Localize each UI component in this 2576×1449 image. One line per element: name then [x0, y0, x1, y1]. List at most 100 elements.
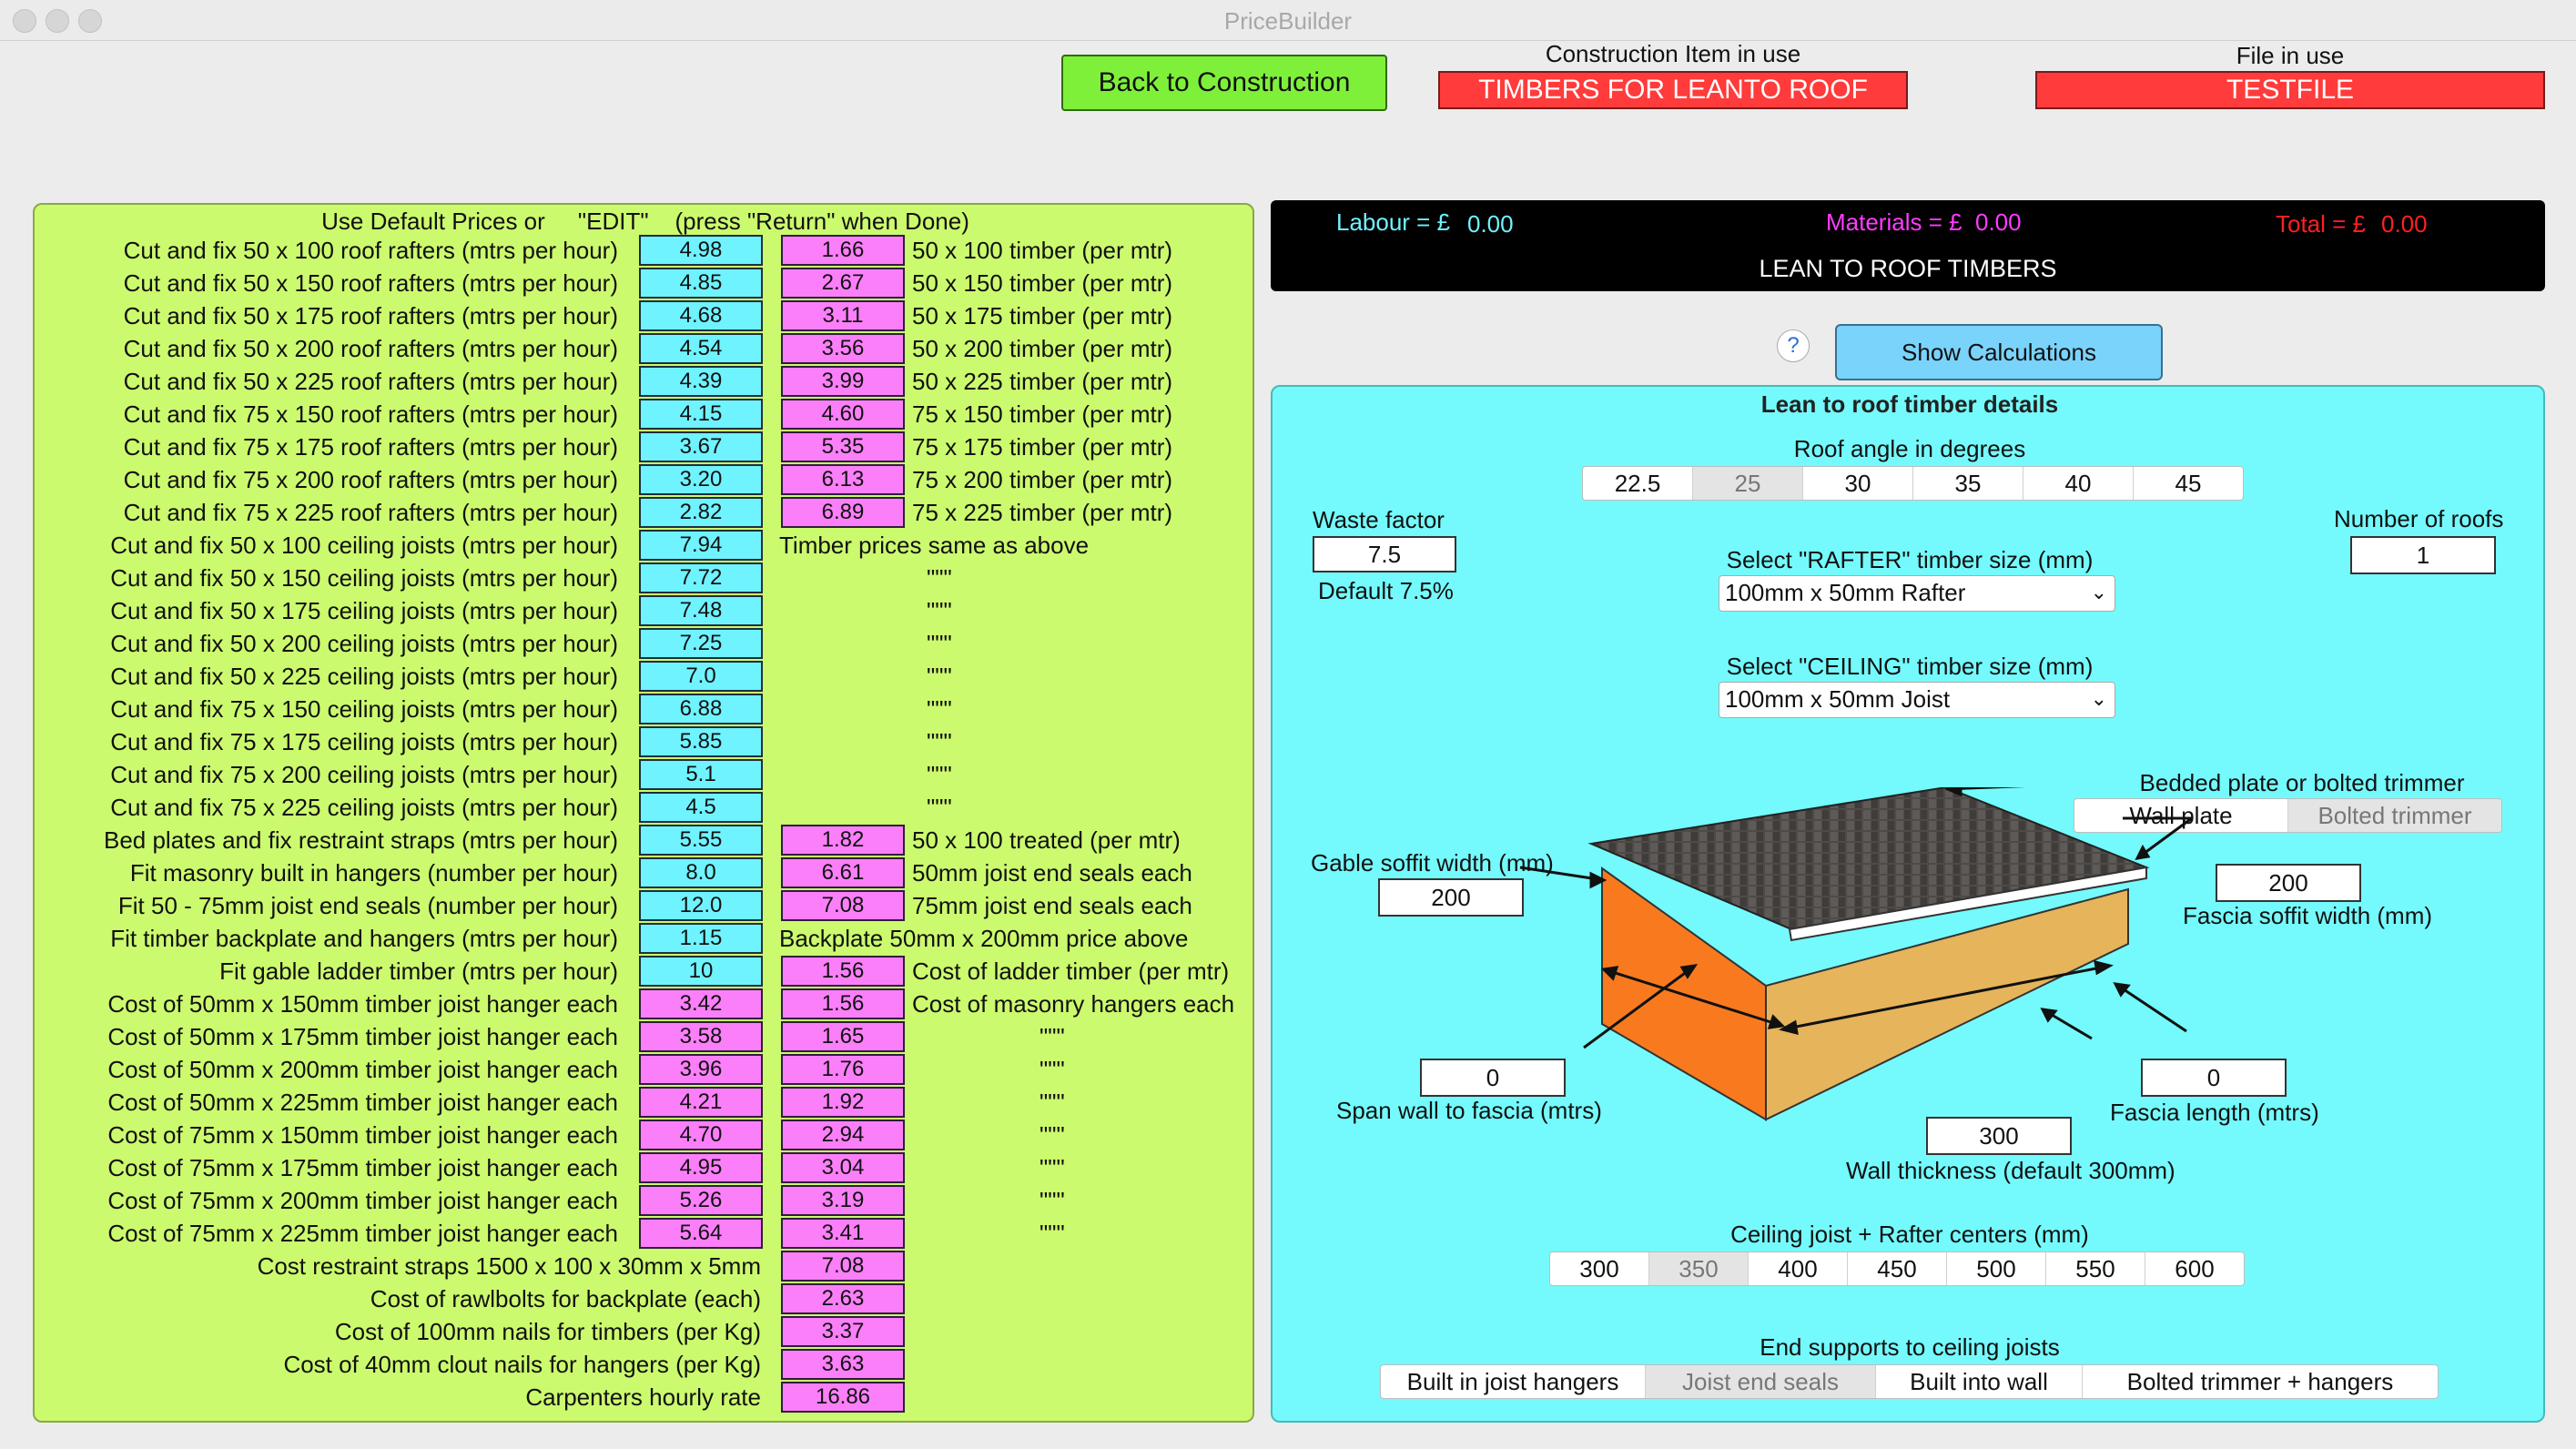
price-field[interactable]: 2.63	[781, 1283, 905, 1314]
price-field[interactable]: 2.67	[781, 268, 905, 299]
price-field[interactable]: 1.76	[781, 1054, 905, 1085]
ceiling-size-select[interactable]: 100mm x 50mm Joist ⌄	[1719, 682, 2115, 718]
price-field[interactable]: 1.56	[781, 988, 905, 1019]
rate-field[interactable]: 6.88	[639, 694, 763, 724]
rate-field[interactable]: 4.21	[639, 1087, 763, 1118]
centers-option[interactable]: 300	[1550, 1252, 1649, 1285]
rate-field[interactable]: 1.15	[639, 923, 763, 954]
rate-field[interactable]: 7.72	[639, 562, 763, 593]
price-field[interactable]: 1.92	[781, 1087, 905, 1118]
end-support-option[interactable]: Joist end seals	[1646, 1365, 1876, 1398]
price-field[interactable]: 1.56	[781, 956, 905, 987]
centers-option[interactable]: 600	[2175, 1255, 2215, 1282]
number-of-roofs-input[interactable]: 1	[2350, 536, 2496, 574]
price-field[interactable]: 3.11	[781, 300, 905, 331]
roof-angle-option[interactable]: 30	[1803, 467, 1913, 500]
rate-field[interactable]: 7.94	[639, 530, 763, 561]
rate-field[interactable]: 5.26	[639, 1185, 763, 1216]
rate-field[interactable]: 4.95	[639, 1152, 763, 1183]
row-label: Cost of 75mm x 175mm timber joist hanger…	[107, 1154, 618, 1181]
roof-angle-option[interactable]: 40	[2023, 467, 2134, 500]
help-icon[interactable]: ?	[1777, 329, 1810, 362]
rate-field[interactable]: 3.42	[639, 988, 763, 1019]
rate-field[interactable]: 3.20	[639, 464, 763, 495]
price-field[interactable]: 3.37	[781, 1316, 905, 1347]
zoom-window-button[interactable]	[78, 9, 102, 33]
rate-field[interactable]: 12.0	[639, 890, 763, 921]
roof-angle-option[interactable]: 25	[1693, 467, 1803, 500]
close-window-button[interactable]	[13, 9, 36, 33]
rate-field[interactable]: 5.85	[639, 726, 763, 757]
price-field[interactable]: 6.61	[781, 857, 905, 888]
fascia-soffit-input[interactable]: 200	[2216, 864, 2361, 902]
fascia-length-input[interactable]: 0	[2141, 1059, 2287, 1097]
roof-angle-option[interactable]: 22.5	[1583, 467, 1693, 500]
rate-field[interactable]: 4.85	[639, 268, 763, 299]
rate-field[interactable]: 10	[639, 956, 763, 987]
price-field[interactable]: 3.04	[781, 1152, 905, 1183]
rate-field[interactable]: 4.5	[639, 792, 763, 823]
show-calculations-button[interactable]: Show Calculations	[1835, 324, 2163, 380]
waste-factor-input[interactable]: 7.5	[1313, 536, 1456, 573]
gable-soffit-input[interactable]: 200	[1378, 878, 1524, 917]
centers-option[interactable]: 350	[1649, 1252, 1749, 1285]
minimize-window-button[interactable]	[46, 9, 69, 33]
end-support-option[interactable]: Built in joist hangers	[1381, 1365, 1646, 1398]
row-description: """	[1040, 1089, 1065, 1116]
rate-field[interactable]: 3.67	[639, 431, 763, 462]
span-wall-to-fascia-input[interactable]: 0	[1420, 1059, 1566, 1097]
rate-field[interactable]: 4.68	[639, 300, 763, 331]
roof-angle-option[interactable]: 35	[1913, 467, 2023, 500]
price-field[interactable]: 5.35	[781, 431, 905, 462]
row-description: """	[1040, 1023, 1065, 1050]
rate-field[interactable]: 7.0	[639, 661, 763, 692]
end-support-option[interactable]: Built into wall	[1876, 1365, 2083, 1398]
rate-field[interactable]: 8.0	[639, 857, 763, 888]
price-field[interactable]: 3.41	[781, 1218, 905, 1249]
wall-thickness-input[interactable]: 300	[1926, 1117, 2072, 1155]
rate-field[interactable]: 4.39	[639, 366, 763, 397]
rate-field[interactable]: 4.98	[639, 235, 763, 266]
end-support-option[interactable]: Bolted trimmer + hangers	[2126, 1368, 2394, 1395]
price-field[interactable]: 4.60	[781, 399, 905, 430]
row-label: Cut and fix 75 x 175 ceiling joists (mtr…	[110, 728, 618, 755]
rate-field[interactable]: 5.1	[639, 759, 763, 790]
price-field[interactable]: 1.65	[781, 1021, 905, 1052]
rate-field[interactable]: 3.58	[639, 1021, 763, 1052]
price-field[interactable]: 6.89	[781, 497, 905, 528]
rate-field[interactable]: 7.48	[639, 595, 763, 626]
centers-option[interactable]: 500	[1947, 1252, 2046, 1285]
price-field[interactable]: 16.86	[781, 1382, 905, 1413]
row-description: """	[927, 663, 952, 690]
roof-details-panel: Lean to roof timber details Roof angle i…	[1271, 385, 2545, 1423]
price-field[interactable]: 3.99	[781, 366, 905, 397]
price-field[interactable]: 3.19	[781, 1185, 905, 1216]
row-label: Fit 50 - 75mm joist end seals (number pe…	[117, 892, 618, 919]
centers-option[interactable]: 400	[1749, 1252, 1848, 1285]
roof-angle-option[interactable]: 45	[2175, 470, 2202, 497]
price-field[interactable]: 7.08	[781, 1251, 905, 1282]
rate-field[interactable]: 5.64	[639, 1218, 763, 1249]
rate-field[interactable]: 4.54	[639, 333, 763, 364]
price-field[interactable]: 6.13	[781, 464, 905, 495]
price-field[interactable]: 1.66	[781, 235, 905, 266]
labour-label: Labour = £	[1336, 208, 1451, 236]
rate-field[interactable]: 7.25	[639, 628, 763, 659]
details-title: Lean to roof timber details	[1760, 390, 2059, 418]
chevron-down-icon: ⌄	[2090, 581, 2107, 603]
rafter-size-select[interactable]: 100mm x 50mm Rafter ⌄	[1719, 575, 2115, 612]
rate-field[interactable]: 3.96	[639, 1054, 763, 1085]
rate-field[interactable]: 4.70	[639, 1120, 763, 1150]
back-to-construction-button[interactable]: Back to Construction	[1061, 55, 1387, 111]
price-field[interactable]: 7.08	[781, 890, 905, 921]
rate-field[interactable]: 2.82	[639, 497, 763, 528]
rate-field[interactable]: 4.15	[639, 399, 763, 430]
price-field[interactable]: 3.63	[781, 1349, 905, 1380]
price-field[interactable]: 2.94	[781, 1120, 905, 1150]
centers-option[interactable]: 450	[1848, 1252, 1947, 1285]
price-field[interactable]: 1.82	[781, 825, 905, 856]
plate-type-option[interactable]: Bolted trimmer	[2288, 799, 2501, 832]
centers-option[interactable]: 550	[2046, 1252, 2145, 1285]
rate-field[interactable]: 5.55	[639, 825, 763, 856]
price-field[interactable]: 3.56	[781, 333, 905, 364]
